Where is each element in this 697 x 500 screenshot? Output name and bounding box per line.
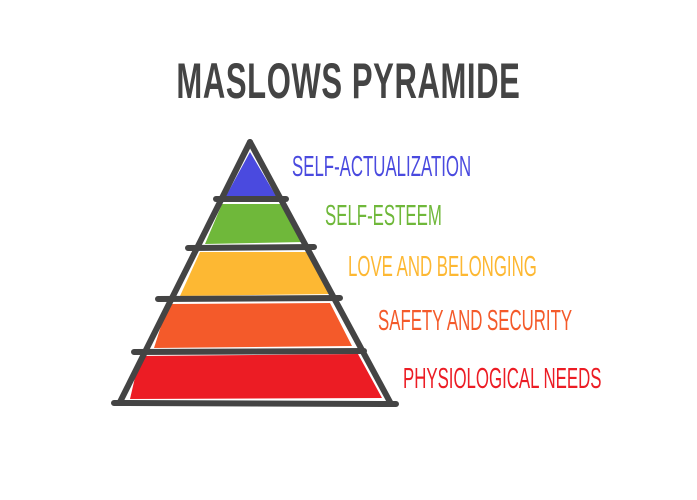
label-physiological-needs: PHYSIOLOGICAL NEEDS <box>403 363 602 395</box>
title-text: MASLOWS PYRAMIDE <box>176 53 521 109</box>
level-self-esteem-fill <box>205 204 305 244</box>
level-love-belonging-fill <box>180 252 330 296</box>
label-self-esteem: SELF-ESTEEM <box>325 200 442 232</box>
level-self-actualization-fill <box>226 152 276 196</box>
label-love-belonging: LOVE AND BELONGING <box>348 251 537 283</box>
label-safety-security: SAFETY AND SECURITY <box>378 305 573 337</box>
level-physiological-fill <box>130 354 382 399</box>
label-self-actualization: SELF-ACTUALIZATION <box>292 151 472 183</box>
pyramid-outline <box>111 139 399 407</box>
page-title: MASLOWS PYRAMIDE <box>0 52 697 110</box>
level-safety-security-fill <box>154 303 352 348</box>
